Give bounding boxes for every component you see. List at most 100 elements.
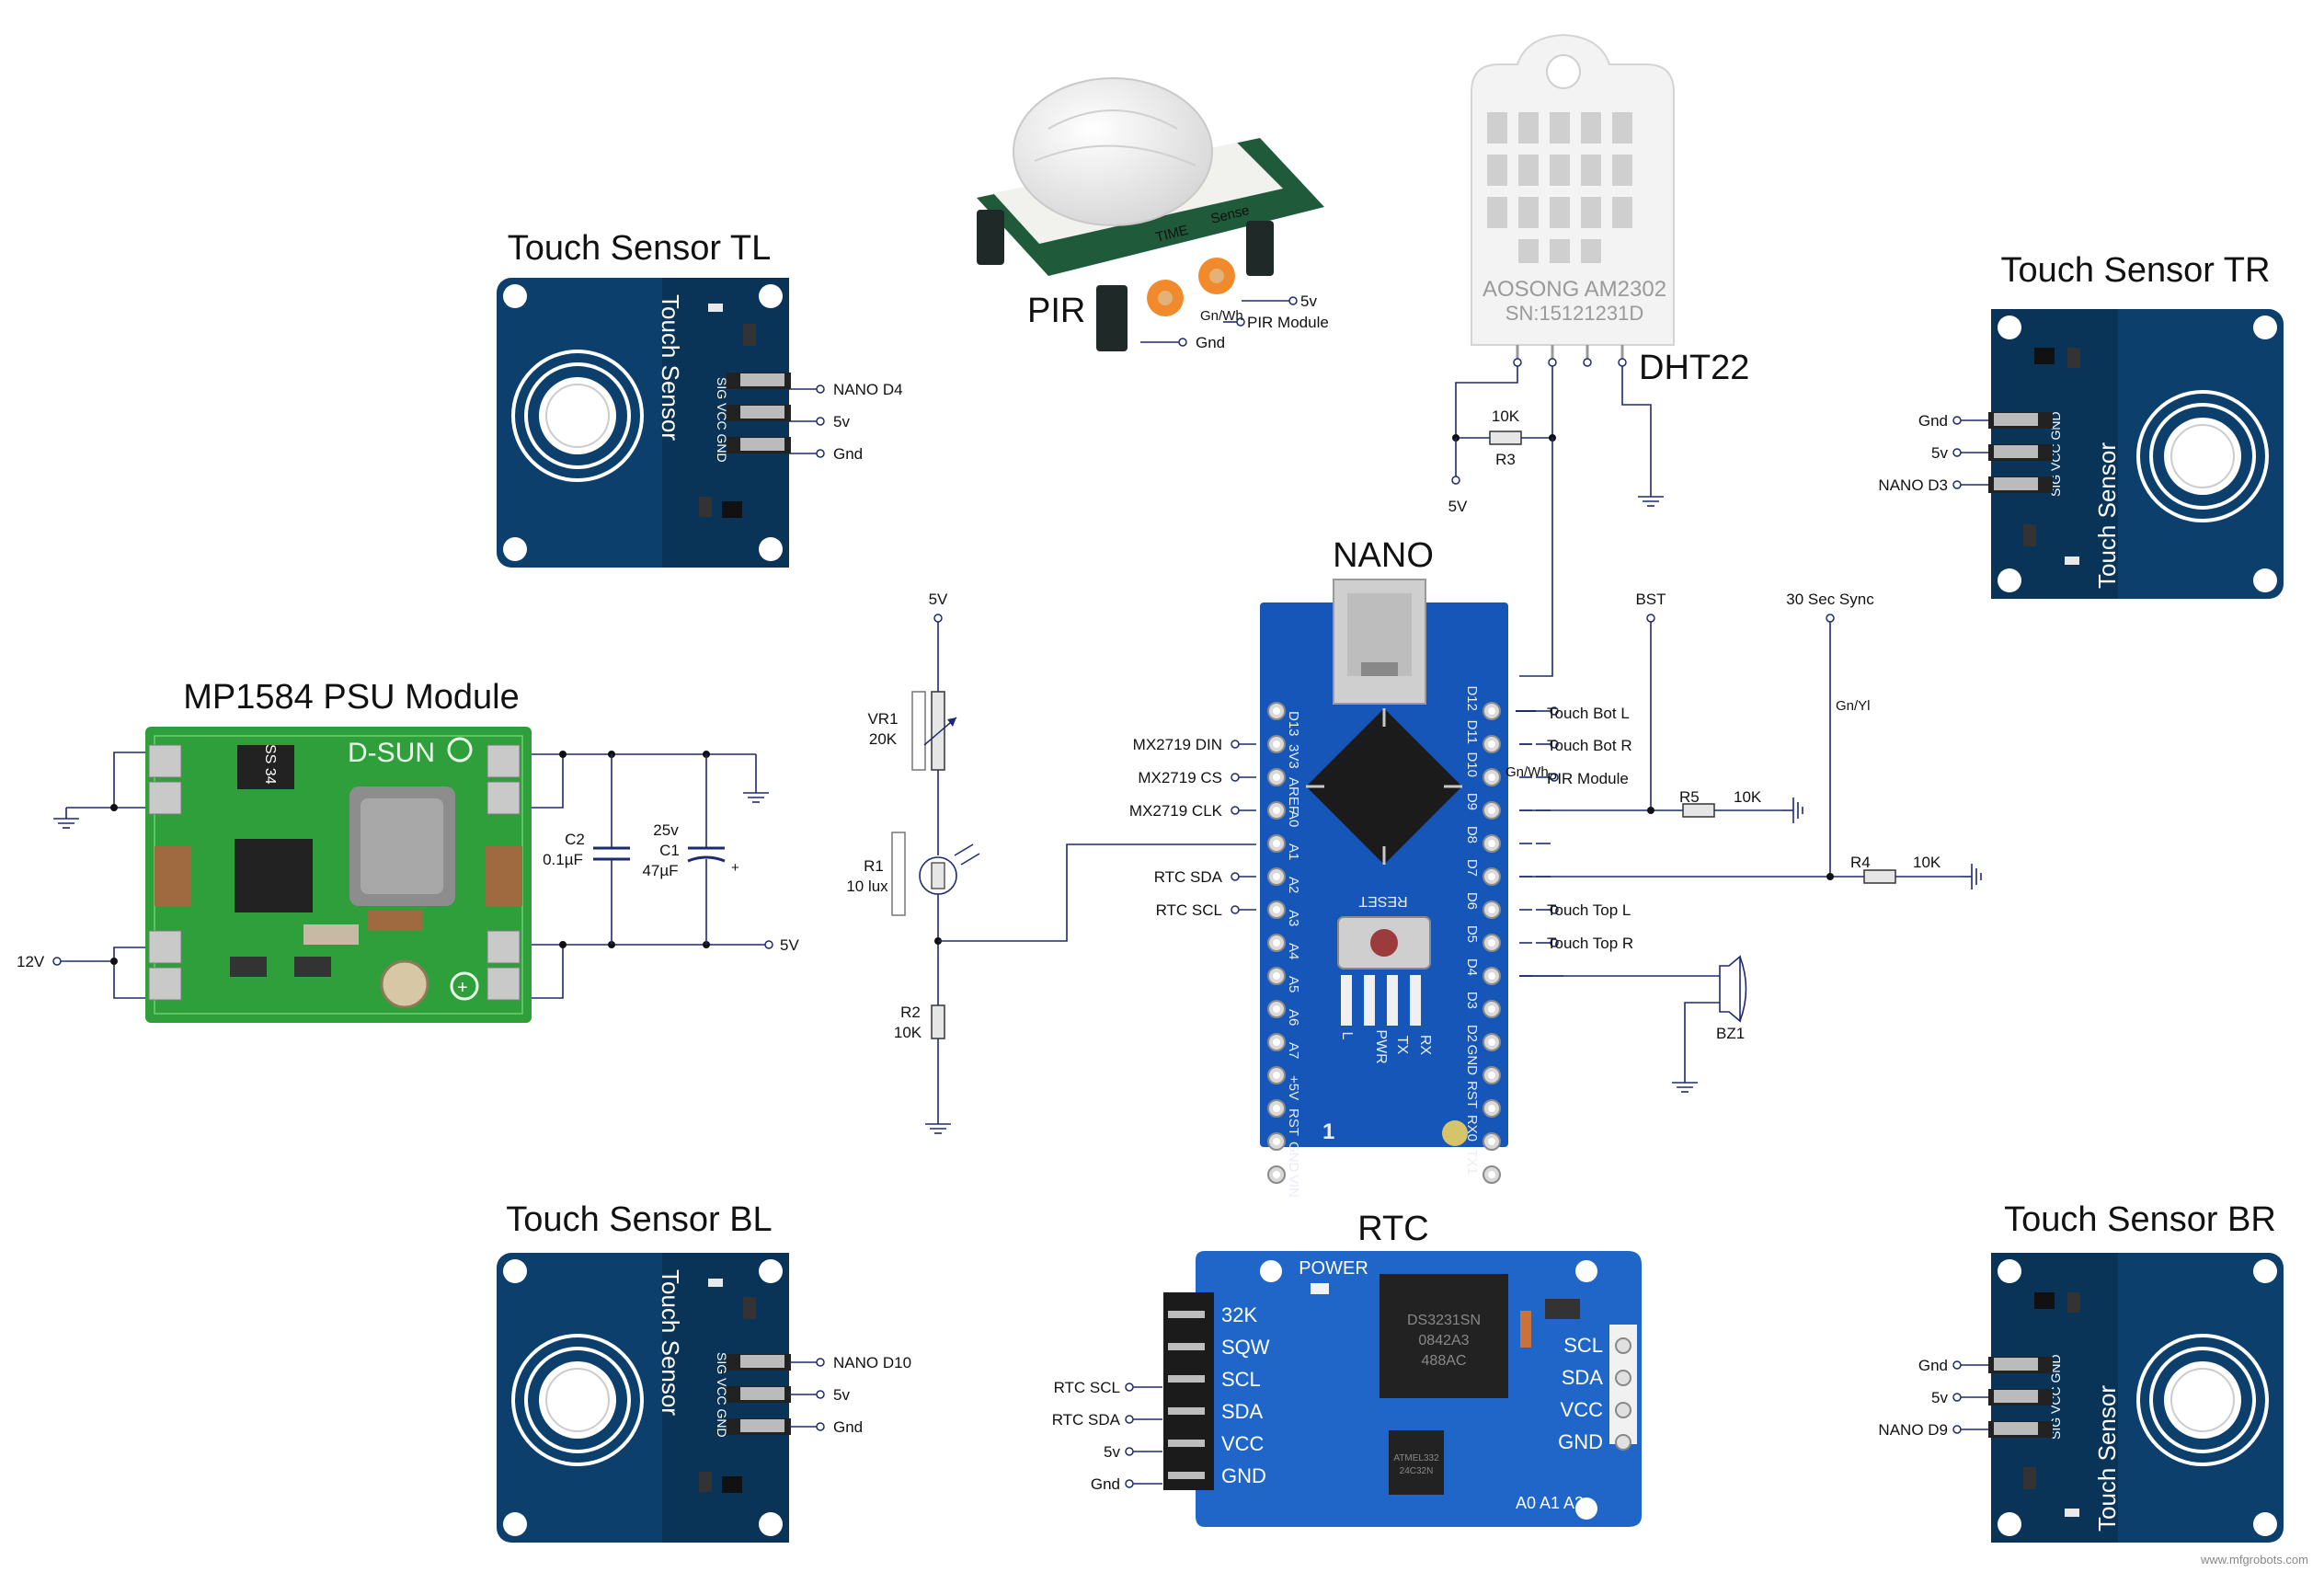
rtc-title: RTC — [1357, 1210, 1428, 1248]
svg-text:20K: 20K — [869, 730, 898, 748]
nano-pin-label: TX1 — [1464, 1149, 1480, 1175]
br-pin-sig: NANO D9 — [1878, 1421, 1948, 1439]
svg-text:C2: C2 — [565, 831, 585, 848]
arduino-nano: NANO RESET L PWR TX RX 1 D133V3AREFA0A1A… — [1260, 536, 1508, 1198]
nano-pin-label: A7 — [1286, 1042, 1301, 1059]
svg-text:RESET: RESET — [1358, 893, 1408, 909]
nano-leds — [1341, 975, 1421, 1026]
tl-pin-vcc: 5v — [833, 413, 850, 430]
watermark: www.mfgrobots.com — [2200, 1553, 2308, 1566]
nano-pin-label: D8 — [1464, 826, 1480, 843]
tl-pin-sig: NANO D4 — [833, 381, 903, 398]
svg-text:+: + — [457, 978, 468, 998]
nano-pin-label: RST — [1464, 1081, 1480, 1108]
svg-text:R3: R3 — [1495, 451, 1516, 468]
nano-title: NANO — [1333, 536, 1434, 575]
mp1584-psu: MP1584 PSU Module D-SUN SS 34 + — [17, 678, 799, 1023]
svg-text:10K: 10K — [894, 1024, 922, 1041]
rtc-diode — [1545, 1299, 1580, 1319]
rtc-pin-label: GND — [1558, 1430, 1603, 1453]
svg-text:SN:15121231D: SN:15121231D — [1505, 302, 1643, 325]
signal-touch-bot-r: Touch Bot R — [1547, 737, 1632, 754]
buzzer-circuit: BZ1 — [1519, 955, 1747, 1093]
pir-title: PIR — [1027, 292, 1085, 330]
signal-pir-module: PIR Module — [1547, 770, 1629, 787]
nano-pin-label: D2 — [1464, 1025, 1480, 1042]
sync-circuit: 30 Sec Sync Gn/Yl R4 10K — [1519, 591, 1982, 890]
touch-sensor-bl-title: Touch Sensor BL — [506, 1200, 772, 1239]
svg-text:1: 1 — [1322, 1119, 1334, 1144]
trim-pot — [380, 959, 429, 1009]
nano-pin-label: A3 — [1286, 910, 1301, 926]
ds3231-chip — [1380, 1274, 1508, 1398]
rtc-pin-label: SDA — [1221, 1400, 1264, 1423]
ground-symbol — [1637, 485, 1665, 507]
rtc-pin-label: SQW — [1221, 1336, 1270, 1359]
dht22-title: DHT22 — [1639, 349, 1749, 387]
svg-text:Touch Sensor: Touch Sensor — [2093, 1385, 2121, 1532]
buzzer-bz1 — [1719, 955, 1741, 1023]
svg-text:PWR: PWR — [1373, 1029, 1389, 1063]
nano-right-labels: Touch Bot L Touch Bot R Gn/Wh PIR Module… — [1505, 705, 1633, 952]
dht22-vents — [1487, 112, 1632, 263]
rtc-signal-scl: RTC SCL — [1054, 1379, 1120, 1396]
pir-module-label: PIR Module — [1247, 314, 1329, 331]
svg-text:10K: 10K — [1734, 788, 1762, 806]
rtc-signal-gnd: Gnd — [1091, 1475, 1120, 1493]
signal-touch-bot-l: Touch Bot L — [1547, 705, 1630, 722]
signal-touch-top-l: Touch Top L — [1547, 901, 1631, 919]
nano-pin-label: D12 — [1464, 685, 1480, 711]
rtc-power-label: POWER — [1299, 1258, 1368, 1279]
signal-mx2719-din: MX2719 DIN — [1133, 736, 1222, 753]
touch-sensor-bl: Touch Sensor BL Touch Sensor SIG VCC GND… — [497, 1200, 911, 1543]
nano-pin-label: A5 — [1286, 976, 1301, 993]
svg-text:488AC: 488AC — [1422, 1353, 1467, 1369]
svg-text:SS 34: SS 34 — [262, 744, 278, 785]
svg-text:C1: C1 — [659, 842, 680, 859]
capacitor — [977, 210, 1004, 265]
ic — [235, 839, 313, 912]
touch-sensor-tr-title: Touch Sensor TR — [2001, 251, 2271, 290]
nano-pin-label: RST — [1286, 1108, 1301, 1136]
svg-text:Gn/Wh: Gn/Wh — [1200, 308, 1243, 324]
nano-pin-label: +5V — [1286, 1075, 1301, 1100]
svg-text:TX: TX — [1394, 1036, 1410, 1055]
tr-pin-sig: NANO D3 — [1878, 476, 1948, 494]
touch-sensor-tr: Touch Sensor TR Touch Sensor SIG VCC GND… — [1878, 251, 2284, 599]
touch-pad-ring — [511, 350, 644, 482]
nano-pin-label: A2 — [1286, 877, 1301, 893]
diode — [237, 745, 294, 789]
pir-gnd: Gnd — [1196, 334, 1225, 351]
rtc-pin-label: SCL — [1563, 1334, 1603, 1357]
svg-text:R5: R5 — [1679, 788, 1700, 806]
svg-text:0.1µF: 0.1µF — [543, 851, 583, 868]
svg-text:L: L — [1339, 1032, 1355, 1040]
nano-pin-label: A6 — [1286, 1009, 1301, 1026]
led — [708, 304, 723, 312]
rtc-module: RTC DS3231SN 0842A3 488AC ATMEL332 24C32… — [1052, 1210, 1642, 1527]
pir-5v: 5v — [1300, 293, 1317, 310]
svg-text:SIG VCC GND: SIG VCC GND — [715, 377, 729, 463]
svg-text:RX: RX — [1417, 1035, 1433, 1056]
nano-pin-label: GND — [1286, 1142, 1301, 1173]
bst-circuit: BST R5 10K — [1519, 591, 1803, 824]
psu-5v: 5V — [780, 936, 799, 954]
rtc-pin-label: SCL — [1221, 1368, 1261, 1391]
svg-text:10K: 10K — [1913, 854, 1941, 871]
svg-text:5V: 5V — [1448, 498, 1468, 515]
nano-pin-label: D9 — [1464, 793, 1480, 810]
svg-text:DS3231SN: DS3231SN — [1407, 1313, 1481, 1328]
nano-pin-label: A0 — [1286, 810, 1301, 827]
svg-text:0842A3: 0842A3 — [1418, 1333, 1469, 1348]
nano-pin-label: VIN — [1286, 1175, 1301, 1198]
svg-text:Gn/Wh: Gn/Wh — [1505, 764, 1549, 780]
svg-text:30 Sec Sync: 30 Sec Sync — [1786, 591, 1874, 608]
tr-pin-gnd: Gnd — [1918, 412, 1948, 430]
nano-board — [1260, 602, 1508, 1147]
touch-silk-label: Touch Sensor — [657, 294, 684, 441]
nano-left-signals: MX2719 DIN MX2719 CS MX2719 CLK RTC SDA … — [1129, 736, 1256, 919]
svg-text:10 lux: 10 lux — [846, 878, 888, 895]
touch-sensor-tl-title: Touch Sensor TL — [508, 229, 772, 268]
ldr-divider: 5V VR1 20K R1 10 lux R2 10K — [846, 591, 1256, 1134]
